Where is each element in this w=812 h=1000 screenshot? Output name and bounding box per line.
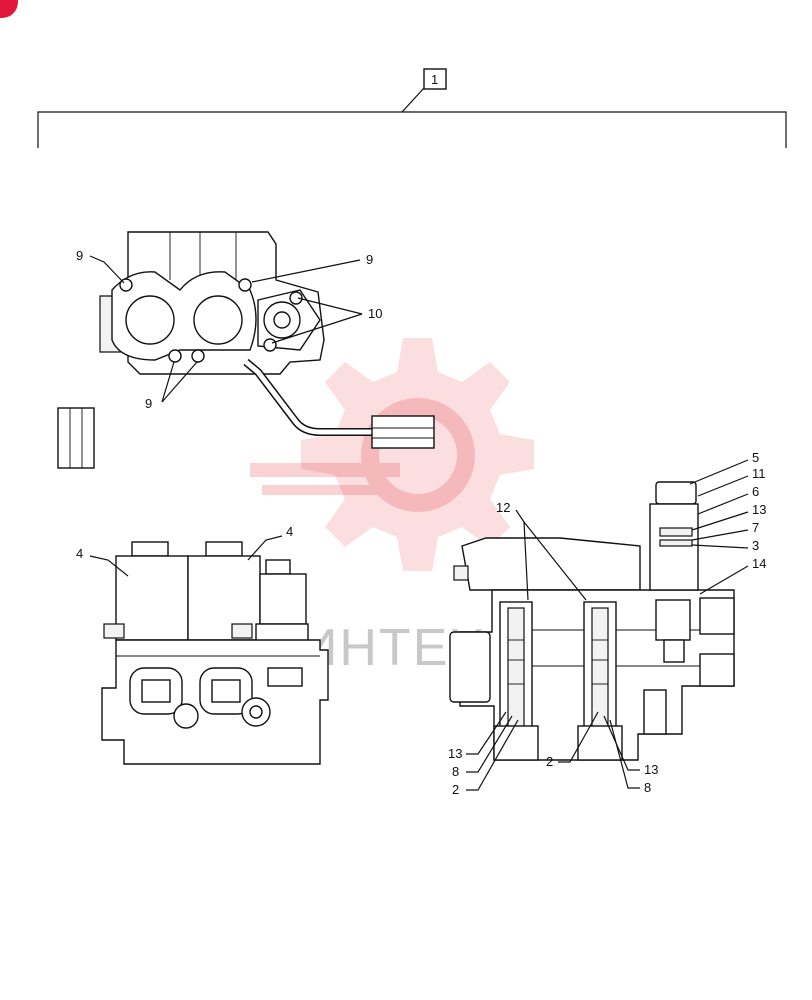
callout-8-right: 8: [644, 780, 651, 795]
callout-11: 11: [752, 466, 766, 481]
valve-top-view: [57, 231, 435, 469]
callout-12: 12: [496, 500, 510, 515]
valve-front-view: [101, 541, 329, 765]
spool-left: [507, 607, 525, 729]
front-view-callouts: 4 4: [76, 524, 293, 577]
callout-13-right: 13: [644, 762, 658, 777]
callout-7: 7: [752, 520, 759, 535]
corner-badge: [0, 0, 18, 18]
callout-4-a: 4: [76, 546, 83, 561]
callout-6: 6: [752, 484, 759, 499]
assembly-bracket: 1: [37, 68, 787, 148]
watermark-rings: [250, 398, 475, 512]
callout-2-left: 2: [452, 782, 459, 797]
callout-2-right: 2: [546, 754, 553, 769]
callout-10: 10: [368, 306, 382, 321]
watermark-gear: [301, 338, 534, 571]
callout-5: 5: [752, 450, 759, 465]
callout-3: 3: [752, 538, 759, 553]
callout-8-left: 8: [452, 764, 459, 779]
callout-4-b: 4: [286, 524, 293, 539]
callout-assembly: 1: [431, 72, 438, 87]
top-view-callouts: 9 9 10 9: [76, 248, 382, 411]
valve-section-view: [449, 481, 735, 761]
callout-9-c: 9: [145, 396, 152, 411]
section-view-callouts: 5 11 6 13 7 3 14 12 13 8 2 2 13 8: [448, 450, 766, 797]
callout-13-top: 13: [752, 502, 766, 517]
callout-13-left: 13: [448, 746, 462, 761]
callout-14: 14: [752, 556, 766, 571]
callout-9-b: 9: [366, 252, 373, 267]
spool-right: [591, 607, 609, 729]
callout-9-a: 9: [76, 248, 83, 263]
